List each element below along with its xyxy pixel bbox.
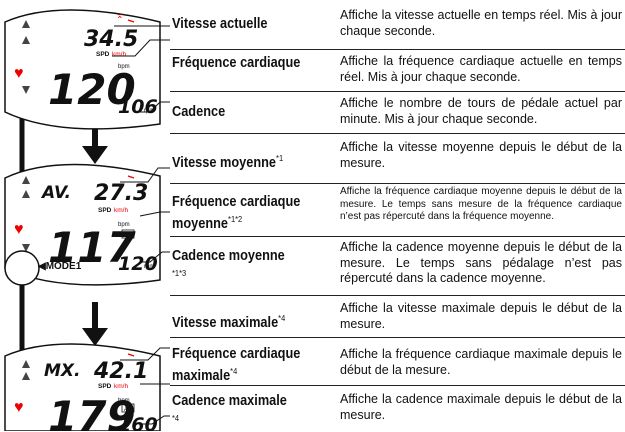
desc-current-speed: Affiche la vitesse actuelle en temps rée… <box>340 8 622 38</box>
svg-text:bpm: bpm <box>118 398 130 404</box>
svg-text:rpm: rpm <box>144 108 154 114</box>
svg-text:km/h: km/h <box>114 383 128 390</box>
svg-text:AT: AT <box>124 407 132 413</box>
display-current: ♥ ⌅ 34.5 SPD km/h bpm 120 106 rpm <box>4 9 161 130</box>
lcd-speed-3: 42.1 <box>93 359 148 384</box>
mode1-label: ◀MODE1 <box>38 261 82 272</box>
svg-text:bpm: bpm <box>118 222 130 228</box>
row-divider <box>170 295 625 296</box>
row-divider <box>170 236 625 237</box>
mode1-button <box>4 250 40 286</box>
desc-current-cadence: Affiche le nombre de tours de pédale act… <box>340 96 622 126</box>
term-max-speed: Vitesse maximale*4 <box>172 313 286 331</box>
lcd-cad-3: 160 <box>118 414 158 431</box>
desc-avg-speed: Affiche la vitesse moyenne depuis le déb… <box>340 140 622 170</box>
row-divider <box>170 183 625 184</box>
desc-current-hr: Affiche la fréquence cardiaque actuelle … <box>340 54 622 84</box>
term-avg-cadence: Cadence moyenne*1*3 <box>172 248 285 278</box>
down-arrow-2 <box>82 328 108 346</box>
svg-text:♥: ♥ <box>14 221 24 238</box>
lcd-speed-2: 27.3 <box>94 181 148 206</box>
row-divider <box>170 91 625 92</box>
term-avg-hr: Fréquence cardiaque moyenne*1*2 <box>172 194 301 232</box>
lcd-cad-2: 120 <box>118 253 158 275</box>
term-current-hr: Fréquence cardiaque <box>172 55 301 71</box>
term-current-speed: Vitesse actuelle <box>172 16 268 32</box>
display-maximum: ♥ MX. 42.1 SPD km/h bpm AT 179 160 <box>4 343 161 431</box>
term-current-cadence: Cadence <box>172 104 226 120</box>
display-average: ♥ AV. 27.3 SPD km/h bpm AT 117 120 rpm <box>4 163 161 286</box>
desc-max-cadence: Affiche la cadence maximale depuis le dé… <box>340 392 622 422</box>
cycle-diagram: ♥ ⌅ 34.5 SPD km/h bpm 120 106 rpm ♥ AV. … <box>4 9 170 431</box>
lcd-hr-3: 179 <box>48 392 136 431</box>
desc-avg-hr: Affiche la fréquence cardiaque moyenne d… <box>340 186 622 223</box>
row-divider <box>170 385 625 386</box>
row-divider <box>170 337 625 338</box>
row-divider <box>170 133 625 134</box>
lcd-hr-2: 117 <box>48 223 136 272</box>
down-arrow-1 <box>82 146 108 164</box>
term-max-hr: Fréquence cardiaque maximale*4 <box>172 346 301 384</box>
row-divider <box>170 49 625 50</box>
term-avg-speed: Vitesse moyenne*1 <box>172 153 284 171</box>
desc-avg-cadence: Affiche la cadence moyenne depuis le déb… <box>340 240 622 285</box>
callout-lines <box>112 25 170 425</box>
svg-text:km/h: km/h <box>112 51 126 58</box>
lcd-prefix-3: MX. <box>44 361 80 381</box>
svg-text:bpm: bpm <box>118 64 130 70</box>
svg-text:rpm: rpm <box>144 264 154 270</box>
lcd-prefix-2: AV. <box>40 183 71 203</box>
svg-text:⌅: ⌅ <box>116 10 124 20</box>
lcd-speed-1: 34.5 <box>84 27 138 52</box>
svg-text:AT: AT <box>124 233 132 239</box>
svg-text:SPD: SPD <box>98 383 112 390</box>
desc-max-speed: Affiche la vitesse maximale depuis le dé… <box>340 301 622 331</box>
lcd-hr-1: 120 <box>48 65 136 114</box>
svg-text:SPD: SPD <box>96 51 110 58</box>
lcd-cad-1: 106 <box>118 96 158 118</box>
svg-text:♥: ♥ <box>14 65 24 82</box>
desc-max-hr: Affiche la fréquence cardiaque maximale … <box>340 347 622 377</box>
svg-text:SPD: SPD <box>98 207 112 214</box>
svg-text:♥: ♥ <box>14 399 24 416</box>
svg-text:km/h: km/h <box>114 207 128 214</box>
term-max-cadence: Cadence maximale*4 <box>172 393 287 423</box>
